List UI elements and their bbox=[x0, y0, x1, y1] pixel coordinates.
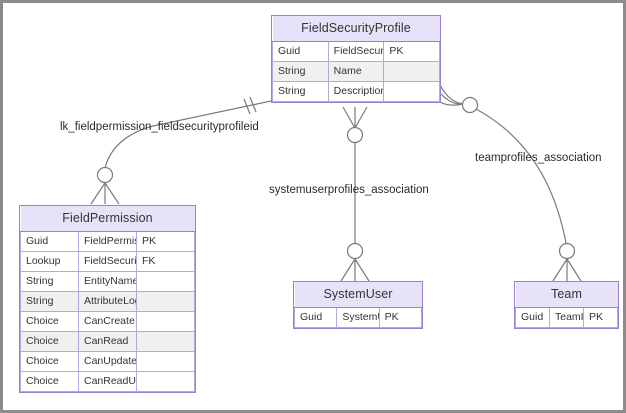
relationship-label-systemuserprofiles: systemuserprofiles_association bbox=[269, 184, 429, 196]
column-type: Guid bbox=[515, 307, 550, 328]
column-type: String bbox=[272, 81, 329, 102]
entity-team[interactable]: Team Guid TeamID PK bbox=[514, 281, 619, 329]
entity-title-field-permission: FieldPermission bbox=[20, 206, 195, 232]
column-key bbox=[136, 271, 195, 292]
column-type: Lookup bbox=[20, 251, 79, 272]
column-type: String bbox=[272, 61, 329, 82]
table-row[interactable]: Guid FieldPermissionId PK bbox=[20, 231, 195, 252]
column-key bbox=[383, 81, 440, 102]
table-row[interactable]: Choice CanUpdate bbox=[20, 351, 195, 372]
table-row[interactable]: Guid FieldSecurityProfileId PK bbox=[272, 41, 440, 62]
column-key bbox=[136, 291, 195, 312]
column-key bbox=[136, 351, 195, 372]
table-row[interactable]: String Description bbox=[272, 81, 440, 102]
entity-title-team: Team bbox=[515, 282, 618, 308]
column-key: PK bbox=[378, 307, 423, 328]
column-type: Choice bbox=[20, 311, 79, 332]
column-name: EntityName bbox=[78, 271, 137, 292]
table-row[interactable]: String Name bbox=[272, 61, 440, 82]
column-name: CanRead bbox=[78, 331, 137, 352]
column-name: TeamID bbox=[549, 307, 584, 328]
column-type: Guid bbox=[20, 231, 79, 252]
column-key: PK bbox=[383, 41, 440, 62]
column-name: SystemUserId bbox=[336, 307, 380, 328]
column-name: FieldSecurityProfileId bbox=[327, 41, 385, 62]
table-row[interactable]: Choice CanCreate bbox=[20, 311, 195, 332]
column-type: Choice bbox=[20, 371, 79, 392]
column-key: PK bbox=[583, 307, 618, 328]
connector-lk-fieldpermission bbox=[90, 96, 272, 205]
column-name: CanCreate bbox=[78, 311, 137, 332]
table-row[interactable]: Choice CanReadUnmasked bbox=[20, 371, 195, 392]
table-row[interactable]: String EntityName bbox=[20, 271, 195, 292]
relationship-label-teamprofiles: teamprofiles_association bbox=[475, 152, 602, 164]
column-type: Choice bbox=[20, 351, 79, 372]
column-name: AttributeLogicalName bbox=[78, 291, 137, 312]
connector-teamprofiles bbox=[439, 84, 582, 282]
column-type: Choice bbox=[20, 331, 79, 352]
column-name: CanUpdate bbox=[78, 351, 137, 372]
column-key bbox=[136, 331, 195, 352]
table-row[interactable]: Choice CanRead bbox=[20, 331, 195, 352]
entity-field-permission[interactable]: FieldPermission Guid FieldPermissionId P… bbox=[19, 205, 196, 393]
column-key bbox=[383, 61, 440, 82]
column-name: Name bbox=[327, 61, 385, 82]
column-key bbox=[136, 371, 195, 392]
column-type: String bbox=[20, 271, 79, 292]
table-row[interactable]: String AttributeLogicalName bbox=[20, 291, 195, 312]
column-name: FieldSecurityProfileId bbox=[78, 251, 137, 272]
table-row[interactable]: Lookup FieldSecurityProfileId FK bbox=[20, 251, 195, 272]
column-type: Guid bbox=[293, 307, 338, 328]
entity-title-field-security-profile: FieldSecurityProfile bbox=[272, 16, 440, 42]
table-row[interactable]: Guid SystemUserId PK bbox=[293, 307, 423, 328]
table-row[interactable]: Guid TeamID PK bbox=[515, 307, 618, 328]
entity-system-user[interactable]: SystemUser Guid SystemUserId PK bbox=[293, 281, 423, 329]
column-type: String bbox=[20, 291, 79, 312]
relationship-label-lk-fieldpermission: lk_fieldpermission_fieldsecurityprofilei… bbox=[60, 121, 259, 133]
entity-title-system-user: SystemUser bbox=[294, 282, 422, 308]
column-key: PK bbox=[136, 231, 195, 252]
column-type: Guid bbox=[272, 41, 329, 62]
column-name: CanReadUnmasked bbox=[78, 371, 137, 392]
column-key bbox=[136, 311, 195, 332]
column-key: FK bbox=[136, 251, 195, 272]
column-name: Description bbox=[327, 81, 385, 102]
entity-field-security-profile[interactable]: FieldSecurityProfile Guid FieldSecurityP… bbox=[271, 15, 441, 103]
column-name: FieldPermissionId bbox=[78, 231, 137, 252]
